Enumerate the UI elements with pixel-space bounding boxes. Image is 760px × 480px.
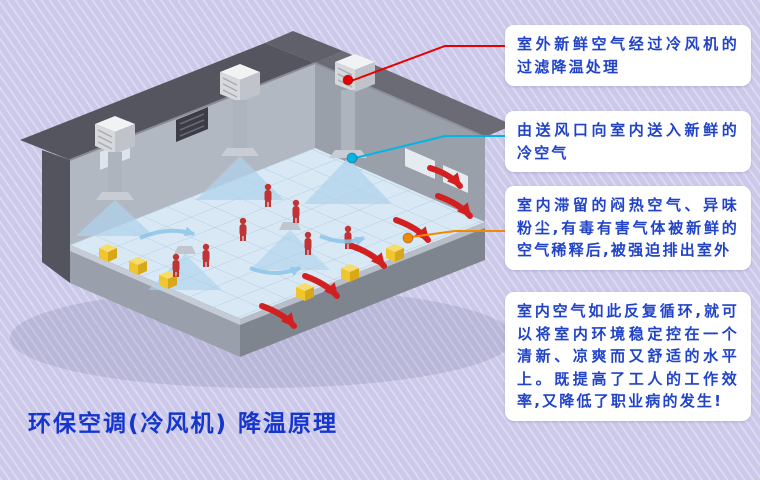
- connector-line-filter: [350, 45, 505, 82]
- connector-dot-supply: [346, 152, 358, 164]
- exhaust-arrow: [393, 217, 431, 243]
- supply-duct-1: [76, 152, 154, 236]
- connector-line-supply: [354, 135, 505, 159]
- vent-grille-lines: [179, 113, 205, 137]
- connector-dot-exhaust: [402, 232, 414, 244]
- worker-figure: [239, 217, 247, 241]
- supply-duct-2: [196, 100, 284, 200]
- worker-figure: [304, 231, 312, 255]
- callout-filter-text: 室外新鲜空气经过冷风机的过滤降温处理: [517, 35, 739, 76]
- wall-window: [405, 148, 435, 179]
- callout-connectors: [350, 45, 505, 238]
- supply-duct-3: [304, 90, 392, 204]
- page-title: 环保空调(冷风机) 降温原理: [28, 411, 339, 437]
- callout-filter: 室外新鲜空气经过冷风机的过滤降温处理: [505, 25, 751, 86]
- exhaust-arrow: [427, 165, 463, 189]
- roof-corner: [265, 31, 343, 63]
- airflow-arrow: [249, 266, 301, 277]
- machine: [99, 244, 117, 262]
- machine: [129, 257, 147, 275]
- cooling-unit-2: [220, 64, 260, 102]
- front-left-wall: [70, 245, 240, 357]
- callout-cycle-text: 室内空气如此反复循环,就可以将室内环境稳定控在一个清新、凉爽而又舒适的水平上。既…: [517, 302, 739, 410]
- callout-supply-text: 由送风口向室内送入新鲜的冷空气: [517, 121, 739, 162]
- callout-supply: 由送风口向室内送入新鲜的冷空气: [505, 111, 751, 172]
- exhaust-arrow: [302, 273, 340, 299]
- callout-exhaust: 室内滞留的闷热空气、异味粉尘,有毒有害气体被新鲜的空气稀释后,被强迫排出室外: [505, 186, 751, 270]
- exhaust-arrows: [259, 165, 473, 329]
- circulation-arrows: [139, 226, 365, 277]
- machine: [341, 264, 359, 282]
- cooling-unit-3: [335, 54, 375, 92]
- worker-figure: [264, 183, 272, 207]
- left-end-wall: [42, 150, 70, 283]
- airflow-arrow: [319, 234, 365, 246]
- exhaust-arrow: [435, 193, 473, 219]
- back-right-wall: [315, 63, 485, 222]
- callout-cycle: 室内空气如此反复循环,就可以将室内环境稳定控在一个清新、凉爽而又舒适的水平上。既…: [505, 292, 751, 421]
- factory-building: [10, 31, 514, 388]
- front-right-wall: [240, 222, 485, 357]
- machine: [386, 244, 404, 262]
- exhaust-arrow: [349, 243, 387, 269]
- airflow-arrow: [139, 226, 195, 240]
- machine: [159, 271, 177, 289]
- air-diffuser: [250, 222, 330, 270]
- machine: [296, 283, 314, 301]
- callout-exhaust-text: 室内滞留的闷热空气、异味粉尘,有毒有害气体被新鲜的空气稀释后,被强迫排出室外: [517, 196, 739, 259]
- connector-line-exhaust: [410, 230, 505, 238]
- cooling-unit-1: [95, 116, 135, 154]
- worker-figure: [202, 243, 210, 267]
- worker-figure: [292, 199, 300, 223]
- exhaust-arrow: [259, 303, 297, 329]
- worker-figure: [172, 253, 180, 277]
- connector-dot-filter: [342, 74, 354, 86]
